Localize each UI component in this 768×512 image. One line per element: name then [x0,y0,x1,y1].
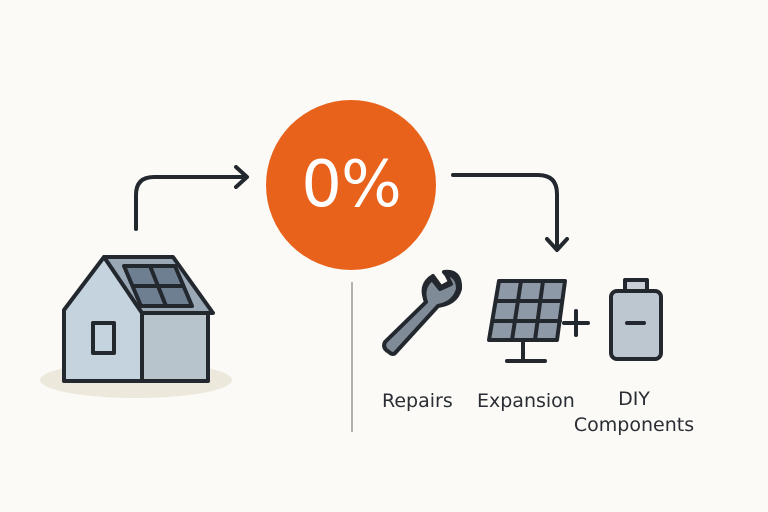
house-with-solar-panel-icon [62,255,215,383]
battery-icon [609,278,663,361]
zero-percent-badge: 0% [266,100,436,270]
solar-panel-plus-icon [487,279,590,363]
arrow-to-items-icon [451,173,569,252]
arrow-to-badge-icon [134,165,249,231]
label-expansion: Expansion [477,390,575,412]
label-components: Components [573,414,695,436]
badge-text: 0% [301,148,402,222]
wrench-icon [382,269,463,356]
label-diy-components: DIY Components [566,386,702,438]
label-diy: DIY [618,388,650,410]
label-repairs: Repairs [382,390,453,412]
